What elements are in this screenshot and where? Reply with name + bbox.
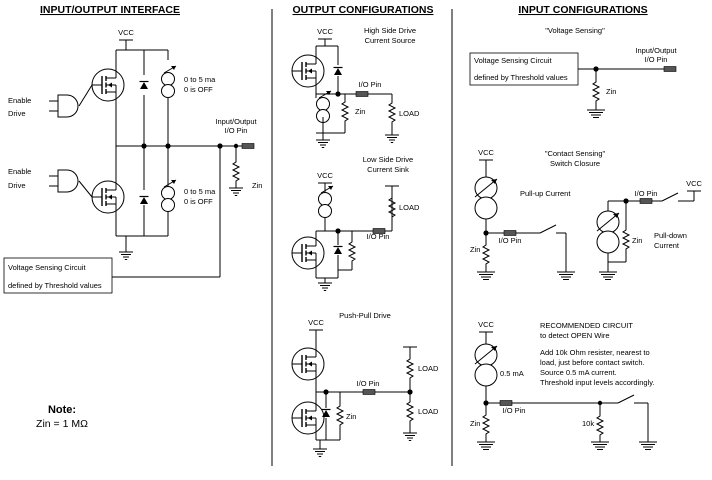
io-pin-connector (241, 143, 255, 149)
io-vs-line1: Voltage Sensing Circuit (8, 263, 86, 272)
ls-io-pin: I/O Pin (367, 232, 390, 241)
io-enable-top: Enable (8, 96, 31, 105)
rec-vcc: VCC (478, 320, 494, 329)
rec-desc-4: Threshold input levels accordingly. (540, 378, 655, 387)
hs-vcc: VCC (317, 27, 333, 36)
io-vcc-label: VCC (118, 28, 134, 37)
contact-sensing-config: "Contact Sensing" Switch Closure VCC Pul… (470, 148, 702, 280)
ls-title-1: Low Side Drive (363, 155, 413, 164)
in-vs-zin: Zin (606, 87, 616, 96)
pp-vcc: VCC (308, 318, 324, 327)
io-pin-label-2: I/O Pin (225, 126, 248, 135)
recommended-circuit: RECOMMENDED CIRCUIT to detect OPEN Wire … (470, 320, 658, 450)
output-config-header: OUTPUT CONFIGURATIONS (293, 4, 434, 16)
rec-title-2: to detect OPEN Wire (540, 331, 610, 340)
rec-title-1: RECOMMENDED CIRCUIT (540, 321, 633, 330)
io-src-top-line1: 0 to 5 ma (184, 75, 216, 84)
io-zin-label: Zin (252, 181, 262, 190)
hs-io-pin: I/O Pin (359, 80, 382, 89)
pp-load-bottom: LOAD (418, 407, 439, 416)
in-vs-line2: defined by Threshold values (474, 73, 568, 82)
cs-vcc-left: VCC (478, 148, 494, 157)
cs-zin-right: Zin (632, 236, 642, 245)
rec-desc-2: load, just before contact switch. (540, 358, 645, 367)
pp-io-pin: I/O Pin (357, 379, 380, 388)
input-config-header: INPUT CONFIGURATIONS (518, 4, 647, 16)
voltage-sensing-config: "Voltage Sensing" Voltage Sensing Circui… (469, 26, 678, 118)
pp-load-top: LOAD (418, 364, 439, 373)
cs-zin-left: Zin (470, 245, 480, 254)
io-enable-bottom: Enable (8, 167, 31, 176)
io-drive-bottom: Drive (8, 181, 26, 190)
cs-title-1: "Contact Sensing" (545, 149, 606, 158)
io-interface-circuit: VCC Enable Drive 0 to 5 ma 0 is OFF Inpu… (3, 28, 262, 294)
ls-title-2: Current Sink (367, 165, 409, 174)
pp-zin: Zin (346, 412, 356, 421)
io-src-top-line2: 0 is OFF (184, 85, 213, 94)
cs-title-2: Switch Closure (550, 159, 600, 168)
in-pin-label-1: Input/Output (635, 46, 677, 55)
push-pull-drive: Push-Pull Drive VCC I/O Pin Zin LOAD (291, 311, 439, 457)
cs-pulldown-1: Pull-down (654, 231, 687, 240)
hs-title-2: Current Source (365, 36, 416, 45)
note-text: Zin = 1 MΩ (36, 418, 88, 430)
hs-title-1: High Side Drive (364, 26, 416, 35)
io-interface-header: INPUT/OUTPUT INTERFACE (40, 4, 180, 16)
io-src-bottom-line2: 0 is OFF (184, 197, 213, 206)
ls-load: LOAD (399, 203, 420, 212)
cs-pullup: Pull-up Current (520, 189, 571, 198)
in-vs-line1: Voltage Sensing Circuit (474, 56, 552, 65)
io-voltage-sensing-box (3, 257, 113, 294)
cs-io-pin-right: I/O Pin (635, 189, 658, 198)
pp-title: Push-Pull Drive (339, 311, 391, 320)
in-voltage-sensing-box (469, 52, 579, 86)
io-drive-top: Drive (8, 109, 26, 118)
low-side-drive: Low Side Drive Current Sink VCC I/O Pin … (291, 155, 420, 291)
high-side-drive: High Side Drive Current Source VCC I/O P… (291, 26, 420, 148)
rec-io-pin: I/O Pin (503, 406, 526, 415)
hs-load: LOAD (399, 109, 420, 118)
note-title: Note: (48, 404, 76, 416)
io-src-bottom-line1: 0 to 5 ma (184, 187, 216, 196)
hs-zin: Zin (355, 107, 365, 116)
cs-vcc-right: VCC (686, 179, 702, 188)
ls-vcc: VCC (317, 171, 333, 180)
cs-io-pin-left: I/O Pin (499, 236, 522, 245)
rec-desc-3: Source 0.5 mA current. (540, 368, 617, 377)
rec-10k: 10k (582, 419, 594, 428)
io-vs-line2: defined by Threshold values (8, 281, 102, 290)
rec-current: 0.5 mA (500, 369, 524, 378)
cs-pulldown-2: Current (654, 241, 680, 250)
in-pin-label-2: I/O Pin (645, 55, 668, 64)
io-pin-label-1: Input/Output (215, 117, 257, 126)
vs-title: "Voltage Sensing" (545, 26, 605, 35)
rec-zin: Zin (470, 419, 480, 428)
rec-desc-1: Add 10k Ohm resister, nearest to (540, 348, 650, 357)
